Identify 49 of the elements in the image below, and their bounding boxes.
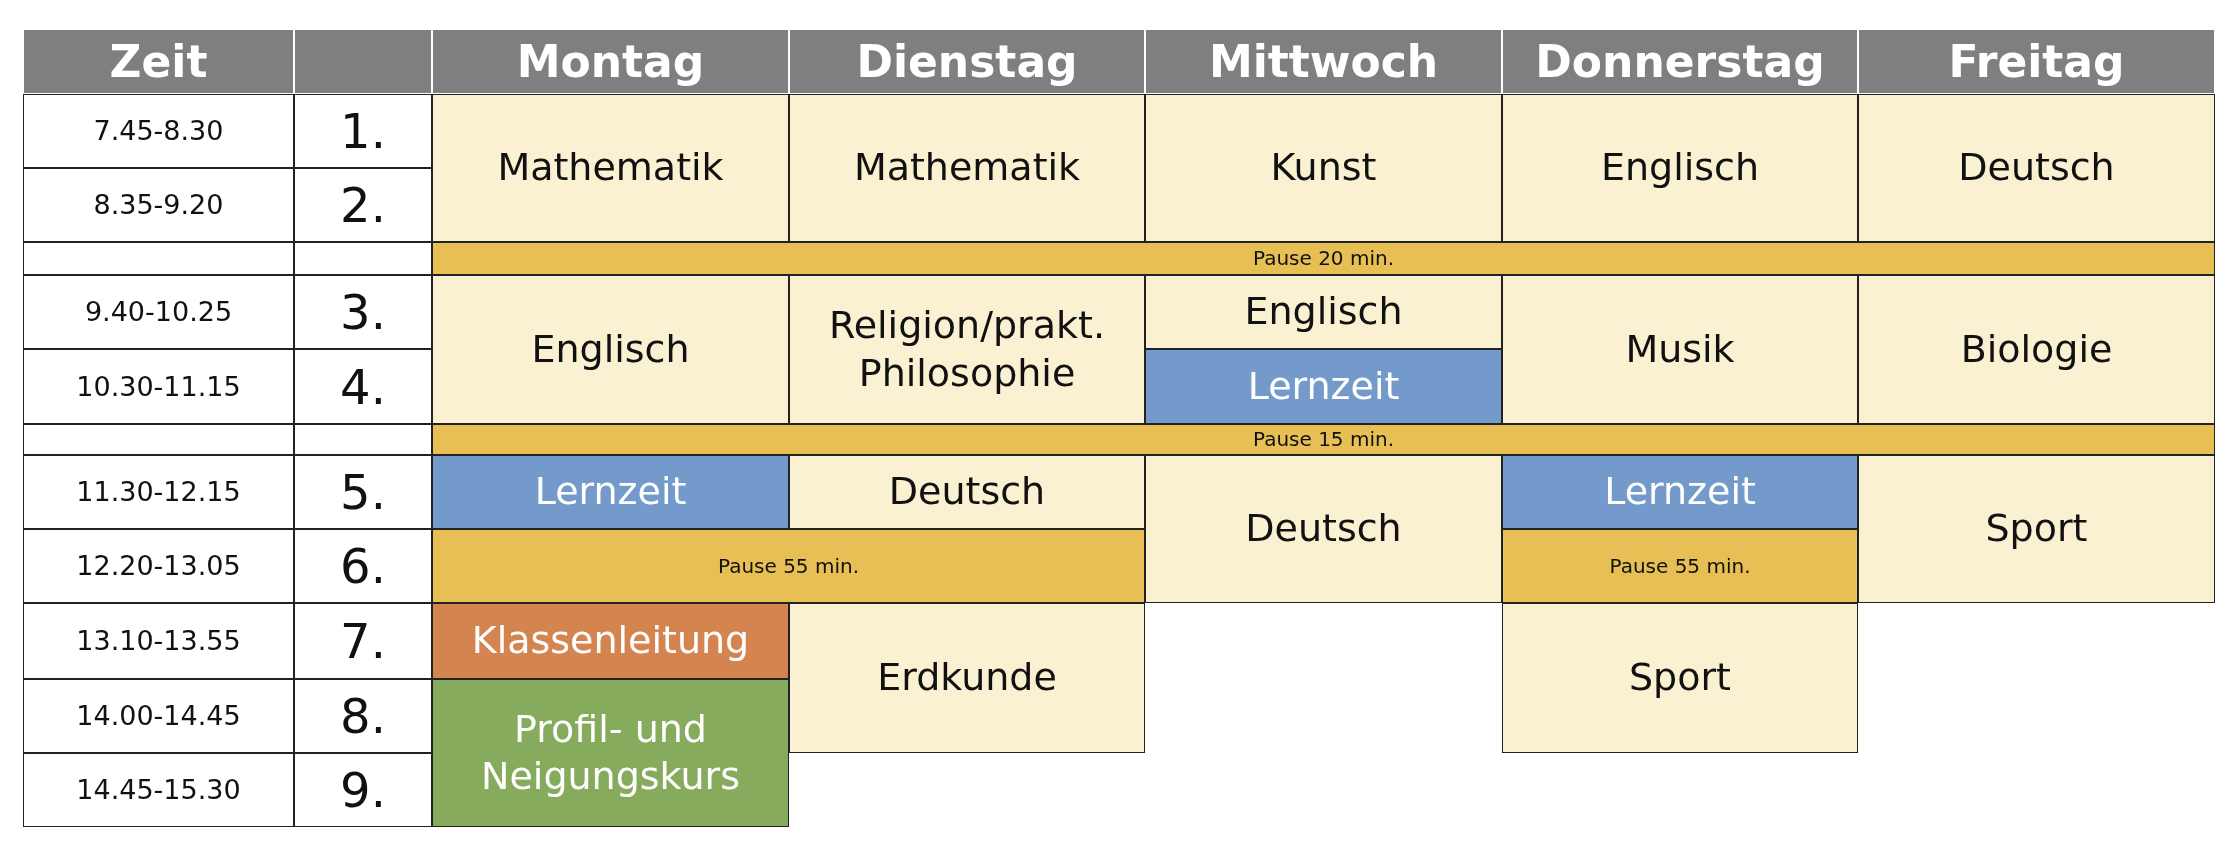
time-slot: 10.30-11.15 — [23, 349, 294, 424]
lesson-block: Biologie — [1858, 275, 2215, 424]
study-time-block: Lernzeit — [1145, 349, 1502, 424]
lesson-block: Mathematik — [432, 94, 789, 242]
lesson-block: Erdkunde — [789, 603, 1145, 753]
break-band: Pause 15 min. — [432, 424, 2215, 455]
column-header: Freitag — [1858, 29, 2215, 94]
lesson-block: Kunst — [1145, 94, 1502, 242]
period-number: 6. — [294, 529, 432, 603]
study-time-block: Lernzeit — [1502, 455, 1858, 529]
time-slot: 13.10-13.55 — [23, 603, 294, 679]
time-slot: 7.45-8.30 — [23, 94, 294, 168]
lesson-block: Englisch — [1502, 94, 1858, 242]
column-header: Donnerstag — [1502, 29, 1858, 94]
period-number: 1. — [294, 94, 432, 168]
column-header: Zeit — [23, 29, 294, 94]
break-band: Pause 20 min. — [432, 242, 2215, 275]
lesson-block: Englisch — [1145, 275, 1502, 349]
lesson-block: Musik — [1502, 275, 1858, 424]
time-slot: 11.30-12.15 — [23, 455, 294, 529]
time-slot: 12.20-13.05 — [23, 529, 294, 603]
lesson-block: Deutsch — [789, 455, 1145, 529]
lesson-block: Profil- und Neigungskurs — [432, 679, 789, 827]
time-slot: 8.35-9.20 — [23, 168, 294, 242]
lesson-block: Sport — [1502, 603, 1858, 753]
study-time-block: Lernzeit — [432, 455, 789, 529]
lesson-block: Deutsch — [1145, 455, 1502, 603]
lesson-block: Klassenleitung — [432, 603, 789, 679]
lesson-block: Mathematik — [789, 94, 1145, 242]
column-header: Dienstag — [789, 29, 1145, 94]
time-slot: 14.45-15.30 — [23, 753, 294, 827]
column-header — [294, 29, 432, 94]
lesson-block: Religion/prakt. Philosophie — [789, 275, 1145, 424]
period-number: 8. — [294, 679, 432, 753]
column-header: Mittwoch — [1145, 29, 1502, 94]
period-number: 4. — [294, 349, 432, 424]
break-band: Pause 55 min. — [432, 529, 1145, 603]
lesson-block: Deutsch — [1858, 94, 2215, 242]
period-number: 7. — [294, 603, 432, 679]
period-number: 5. — [294, 455, 432, 529]
period-number: 3. — [294, 275, 432, 349]
time-slot: 9.40-10.25 — [23, 275, 294, 349]
period-number: 9. — [294, 753, 432, 827]
time-slot: 14.00-14.45 — [23, 679, 294, 753]
lesson-block: Englisch — [432, 275, 789, 424]
lesson-block: Sport — [1858, 455, 2215, 603]
break-band: Pause 55 min. — [1502, 529, 1858, 603]
column-header: Montag — [432, 29, 789, 94]
period-number: 2. — [294, 168, 432, 242]
